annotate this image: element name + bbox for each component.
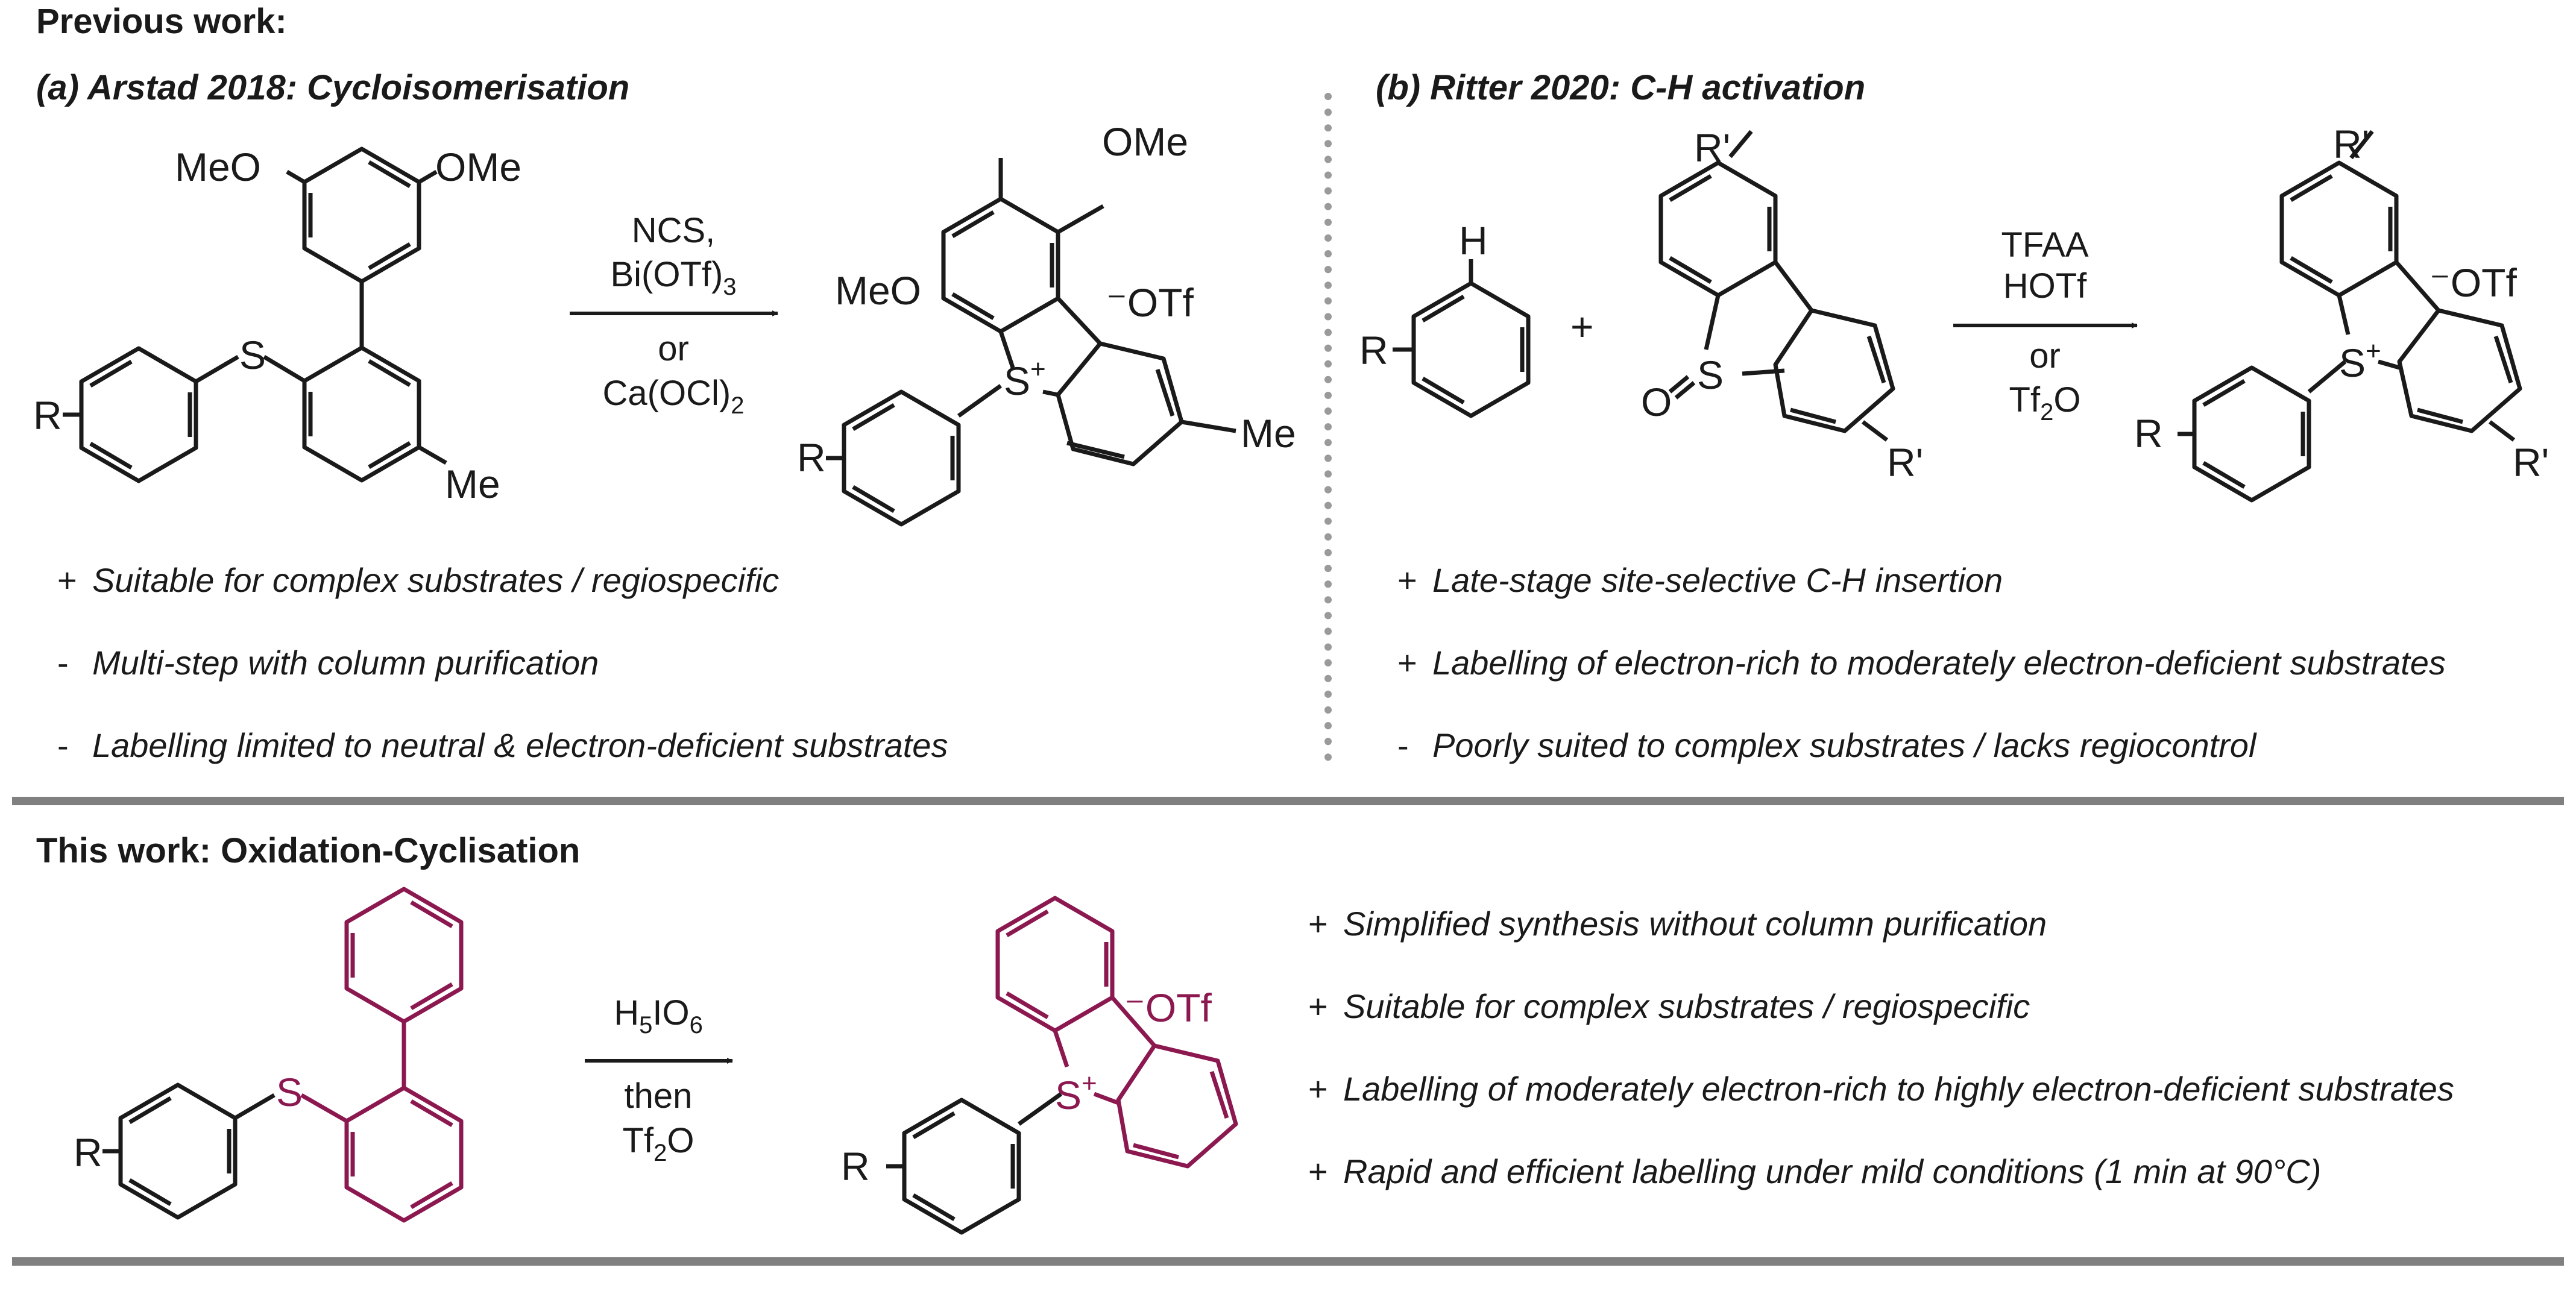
arstad-pr-sulfonium: S+ [1004, 354, 1046, 403]
ritter-sulfoxide-sulfur: S [1697, 353, 1724, 397]
arstad-reagent-bismuth: Bi(OTf)3 [610, 255, 736, 300]
thiswork-reagent-then: then [625, 1076, 693, 1116]
section-divider-bottom [12, 1257, 2564, 1266]
thiswork-product [886, 896, 1238, 1235]
ritter-arene [1393, 259, 1531, 418]
ritter-pr-r-group: R [2134, 411, 2163, 456]
note-text: Late-stage site-selective C-H insertion [1432, 561, 2003, 599]
arstad-sm-r-group: R [33, 393, 62, 438]
ritter-sulfoxide-oxygen: O [1641, 380, 1672, 424]
ritter-sulfoxide [1658, 130, 1895, 442]
note-mark: + [1397, 561, 1417, 599]
ritter-reagent-tfaa: TFAA [2001, 225, 2088, 265]
note-text: Simplified synthesis without column puri… [1343, 905, 2047, 943]
arstad-sm-methyl: Me [445, 462, 500, 506]
note-mark: + [1397, 644, 1417, 682]
note-mark: - [1397, 726, 1409, 764]
ritter-hydrogen: H [1459, 218, 1488, 263]
ritter-reagent-hotf: HOTf [2003, 266, 2087, 306]
ritter-rprime-bottom: R' [1887, 440, 1923, 485]
arstad-sm-methoxy-right: OMe [435, 145, 521, 189]
note-mark: + [1308, 1070, 1328, 1108]
note-mark: + [1308, 1152, 1328, 1190]
ritter-rprime-top: R' [1694, 125, 1730, 170]
thiswork-sm-sulfur: S [276, 1070, 303, 1114]
note-text: Rapid and efficient labelling under mild… [1343, 1152, 2322, 1190]
arstad-note: -Multi-step with column purification [57, 643, 599, 682]
arstad-pr-triflate: ⁻OTf [1106, 280, 1194, 325]
previous-work-heading: Previous work: [36, 2, 287, 41]
note-text: Suitable for complex substrates / regios… [92, 561, 779, 599]
thiswork-sm-r-group: R [74, 1130, 102, 1175]
arstad-note: + Suitable for complex substrates / regio… [57, 561, 779, 600]
arstad-reagent-hypochlorite: Ca(OCl)2 [603, 374, 745, 419]
thiswork-pr-triflate: ⁻OTf [1124, 985, 1212, 1030]
note-text: Suitable for complex substrates / regios… [1343, 987, 2030, 1025]
arstad-pr-methoxy-left: MeO [835, 268, 921, 313]
arstad-heading: (a) Arstad 2018: Cycloisomerisation [36, 68, 630, 107]
thiswork-pr-r-group: R [841, 1144, 870, 1189]
this-work-heading: This work: Oxidation-Cyclisation [36, 831, 581, 870]
arstad-pr-methyl: Me [1241, 411, 1296, 456]
ritter-product [2178, 130, 2522, 503]
thiswork-pr-sulfonium: S+ [1055, 1069, 1097, 1117]
thiswork-note: + Rapid and efficient labelling under mil… [1308, 1152, 2321, 1191]
ritter-note: + Late-stage site-selective C-H insertion [1397, 561, 2003, 600]
arstad-sm-methoxy-left: MeO [175, 145, 261, 189]
thiswork-reagent-tf2o: Tf2O [623, 1121, 694, 1166]
ritter-note: -Poorly suited to complex substrates / l… [1397, 726, 2256, 765]
thiswork-note: + Simplified synthesis without column pur… [1308, 904, 2047, 943]
section-divider-top [12, 797, 2564, 805]
arstad-reagent-or: or [658, 329, 689, 368]
note-mark: + [57, 561, 77, 599]
arstad-product [826, 158, 1236, 527]
thiswork-reagent-periodic-acid: H5IO6 [614, 993, 703, 1038]
note-mark: - [57, 644, 69, 682]
ritter-pr-rprime-bottom: R' [2513, 440, 2549, 485]
ritter-pr-triflate: ⁻OTf [2430, 260, 2517, 305]
note-text: Labelling of moderately electron-rich to… [1343, 1070, 2454, 1108]
ritter-reagent-or: or [2029, 336, 2061, 375]
arstad-pr-r-group: R [797, 435, 826, 480]
note-text: Labelling limited to neutral & electron-… [92, 726, 948, 764]
note-text: Multi-step with column purification [92, 644, 599, 682]
ritter-reagent-tf2o: Tf2O [2009, 380, 2081, 426]
arstad-pr-methoxy-top: OMe [1102, 119, 1188, 164]
ritter-note: + Labelling of electron-rich to moderatel… [1397, 643, 2446, 682]
arstad-sm-sulfur: S [239, 333, 266, 377]
thiswork-note: + Labelling of moderately electron-rich t… [1308, 1069, 2454, 1108]
thiswork-note: + Suitable for complex substrates / regio… [1308, 987, 2030, 1026]
note-text: Poorly suited to complex substrates / la… [1432, 726, 2256, 764]
ritter-plus: + [1570, 304, 1594, 349]
note-text: Labelling of electron-rich to moderately… [1432, 644, 2446, 682]
ritter-pr-sulfonium: S+ [2339, 336, 2381, 385]
thiswork-starting-material [102, 887, 464, 1223]
note-mark: + [1308, 987, 1328, 1025]
ritter-heading: (b) Ritter 2020: C-H activation [1376, 68, 1866, 107]
ritter-pr-rprime-top: R' [2333, 122, 2369, 166]
arstad-note: -Labelling limited to neutral & electron… [57, 726, 948, 765]
note-mark: - [57, 726, 69, 764]
note-mark: + [1308, 905, 1328, 943]
arstad-reagent-ncs: NCS, [632, 211, 716, 250]
arstad-starting-material [63, 146, 447, 483]
ritter-r-group: R [1359, 328, 1388, 372]
